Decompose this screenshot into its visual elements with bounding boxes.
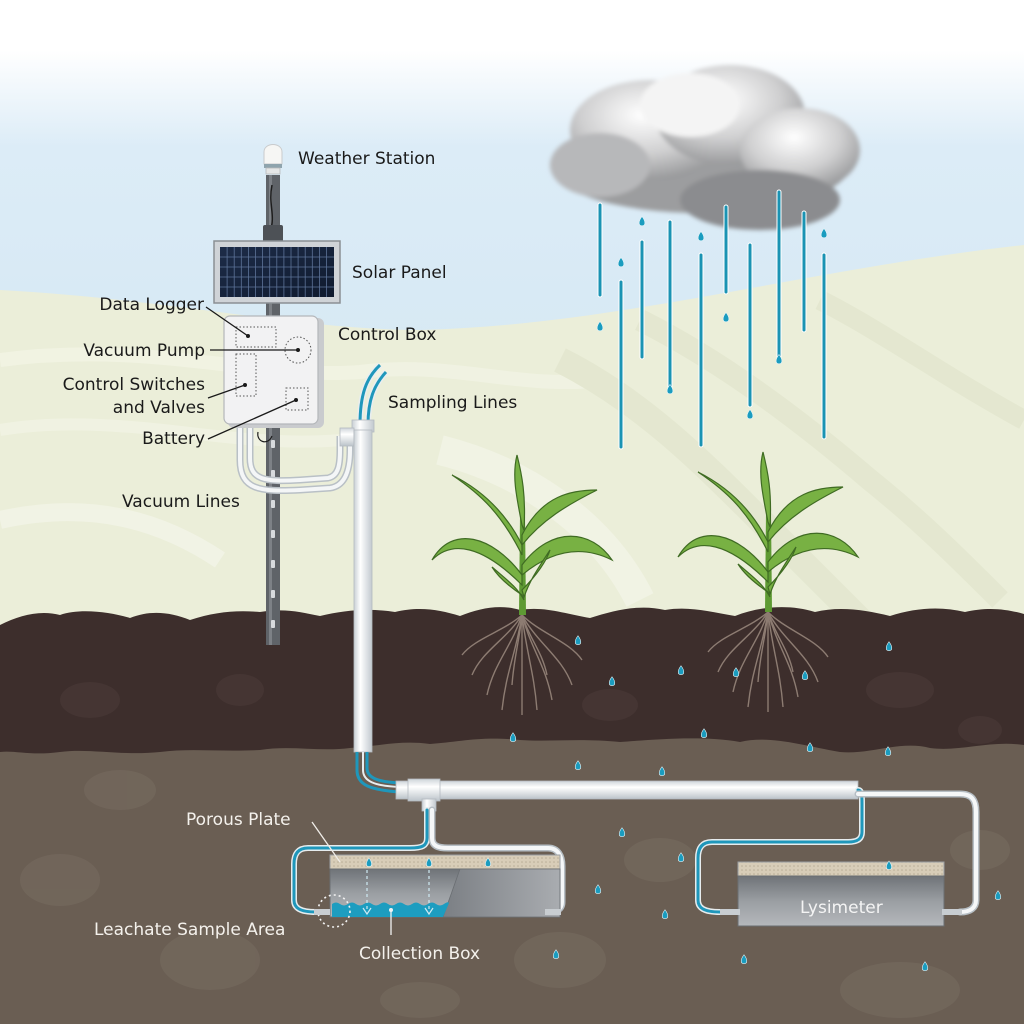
water-drop-icon [509,732,517,742]
leader-battery [207,399,297,440]
label-control-switches: Control Switches [63,375,206,395]
rain-cloud-icon [550,65,860,230]
label-solar-panel: Solar Panel [352,263,447,283]
corn-plant-icon [677,451,860,712]
water-drop-icon [574,760,582,770]
water-drop-icon [658,766,666,776]
label-vacuum-pump: Vacuum Pump [83,341,205,361]
label-porous-plate: Porous Plate [186,810,291,830]
water-drop-icon [921,961,929,971]
water-drop-icon [552,949,560,959]
water-drop-icon [677,852,685,862]
leader-control-switches [207,384,246,399]
label-collection-box: Collection Box [359,944,480,964]
leader-data-logger [205,306,249,337]
vacuum-lines [236,428,354,495]
water-drop-icon [594,884,602,894]
water-drop-icon [806,742,814,752]
water-drop-icon [886,860,892,870]
water-drop-icon [801,670,809,680]
water-drop-icon [618,827,626,837]
subsoil-texture [20,770,1010,1018]
water-drop-icon [485,857,491,867]
sampling-lines-tops [357,362,389,426]
water-drop-icon [722,312,730,323]
label-data-logger: Data Logger [99,295,204,315]
water-drop-icon [617,257,625,268]
labels: Weather Station Solar Panel Control Box … [63,149,883,964]
label-control-box: Control Box [338,325,436,345]
rain [596,189,828,450]
data-logger-area [235,326,277,348]
water-drop-icon [697,231,705,242]
leachate-sample-area-marker [317,894,351,928]
label-weather-station: Weather Station [298,149,435,169]
battery-area [285,387,309,411]
collection-box-icon [314,854,561,935]
water-drop-icon [732,667,740,677]
label-vacuum-lines: Vacuum Lines [122,492,240,512]
sampling-main-pipe [339,419,859,812]
water-drop-icon [608,676,616,686]
water-drop-icon [366,857,372,867]
water-drop-icon [426,857,432,867]
leader-porous-plate [311,821,341,863]
label-battery: Battery [142,429,205,449]
label-and-valves: and Valves [113,398,205,418]
weather-station-icon [263,144,283,175]
water-drop-icon [638,216,646,227]
water-drop-icon [700,728,708,738]
label-lysimeter: Lysimeter [800,898,883,918]
corn-plant-icon [431,454,614,715]
water-drop-icon [740,954,748,964]
vacuum-pump-area [284,336,312,364]
water-drop-icon [596,321,604,332]
water-drop-icon [746,409,754,420]
plants [431,451,860,715]
water-drop-icon [885,641,893,651]
water-drop-icon [884,746,892,756]
soil-water-drops [509,635,1002,971]
topsoil-texture [60,672,1002,744]
solar-panel-icon [213,240,341,304]
control-box-icon [223,315,324,428]
label-sampling-lines: Sampling Lines [388,393,517,413]
water-drop-icon [775,354,783,365]
water-drop-icon [574,635,582,645]
water-drop-icon [994,890,1002,900]
water-drop-icon [666,384,674,395]
water-drop-icon [677,665,685,675]
water-drop-icon [820,228,828,239]
label-leachate-sample-area: Leachate Sample Area [94,920,285,940]
plate-water-drops [366,857,892,870]
control-switches-area [235,353,257,397]
lysimeter-icon [720,861,962,927]
water-drop-icon [661,909,669,919]
